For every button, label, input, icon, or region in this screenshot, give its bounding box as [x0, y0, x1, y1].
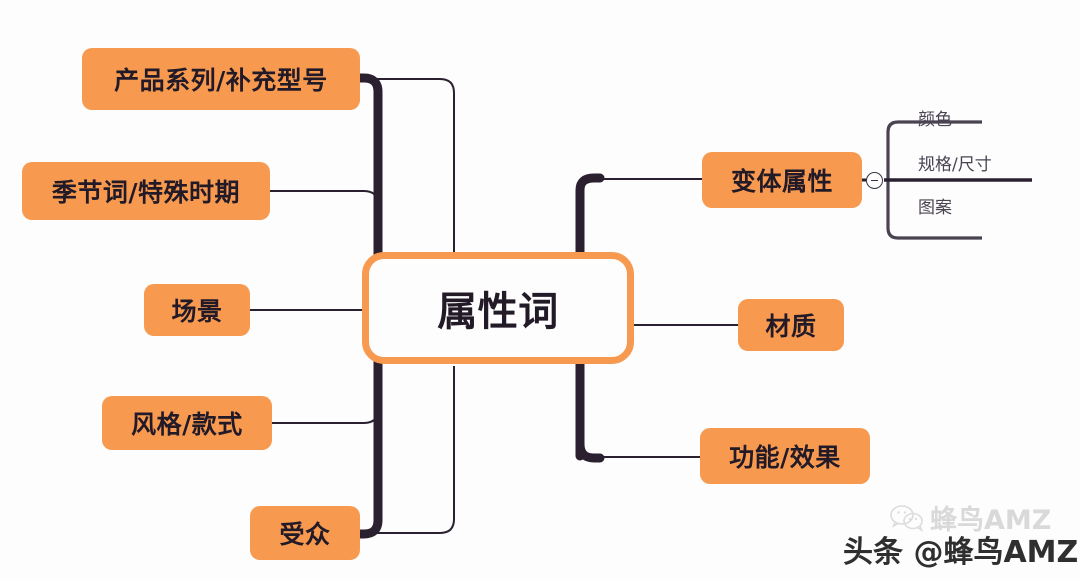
subbranch-text: 规格/尺寸: [918, 155, 992, 175]
subbranch-label-pattern[interactable]: 图案: [918, 193, 952, 218]
subbranch-label-color[interactable]: 颜色: [918, 105, 952, 130]
branch-label: 风格/款式: [131, 410, 243, 439]
minus-icon: [871, 179, 878, 182]
branch-label: 产品系列/补充型号: [114, 66, 328, 95]
collapse-toggle-variant-attributes[interactable]: [866, 172, 883, 189]
branch-node-seasonal[interactable]: 季节词/特殊时期: [22, 162, 270, 220]
subbranch-text: 颜色: [918, 110, 952, 130]
wechat-icon: [890, 504, 924, 532]
branch-node-audience[interactable]: 受众: [250, 506, 360, 560]
branch-node-variant-attributes[interactable]: 变体属性: [702, 152, 862, 208]
subbranch-label-spec-size[interactable]: 规格/尺寸: [918, 150, 992, 175]
branch-node-function-effect[interactable]: 功能/效果: [700, 428, 870, 484]
watermark-faint-text: 蜂鸟AMZ: [930, 505, 1052, 536]
branch-label: 材质: [765, 312, 817, 341]
branch-label: 变体属性: [730, 167, 833, 196]
subbranch-text: 图案: [918, 198, 952, 218]
branch-label: 受众: [279, 520, 331, 549]
branch-node-material[interactable]: 材质: [738, 299, 844, 351]
root-node-label: 属性词: [437, 289, 559, 335]
branch-label: 功能/效果: [729, 443, 841, 472]
branch-label: 季节词/特殊时期: [51, 178, 241, 207]
root-node[interactable]: 属性词: [362, 252, 634, 364]
branch-node-scene[interactable]: 场景: [144, 284, 250, 336]
branch-node-product-series[interactable]: 产品系列/补充型号: [82, 48, 360, 110]
branch-label: 场景: [171, 297, 223, 326]
branch-node-style[interactable]: 风格/款式: [102, 396, 272, 450]
watermark-faint: 蜂鸟AMZ: [890, 498, 1051, 537]
watermark-bold-text: 头条 @蜂鸟AMZ: [843, 535, 1079, 570]
watermark-bold: 头条 @蜂鸟AMZ: [843, 527, 1078, 571]
